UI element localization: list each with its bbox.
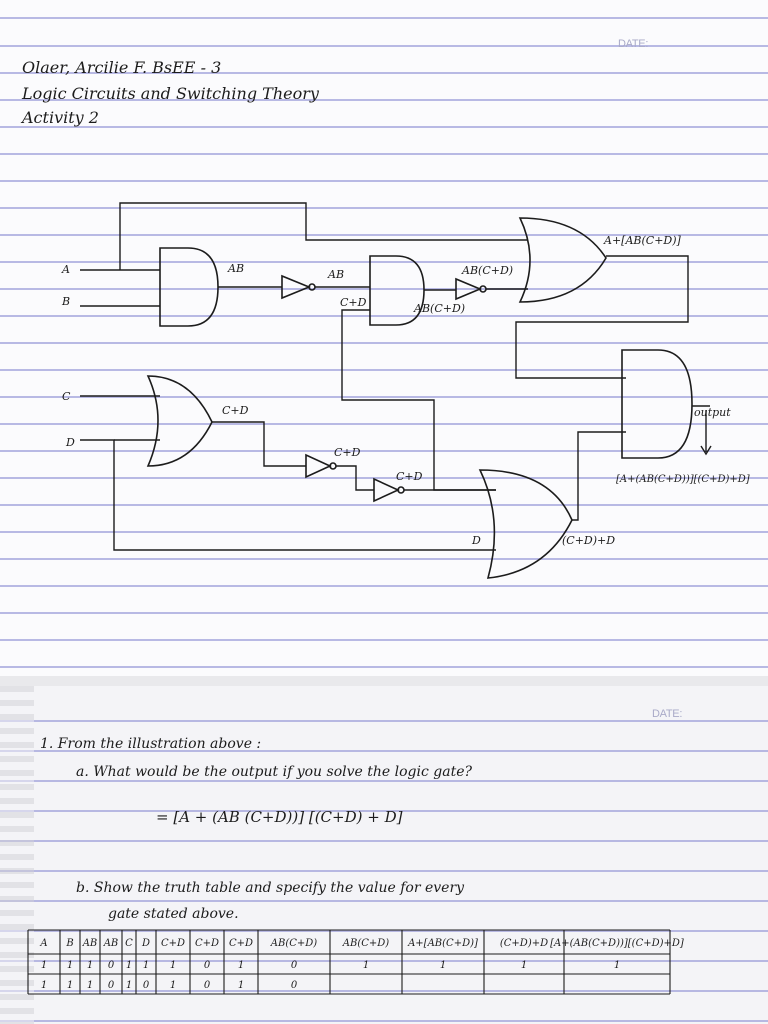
- activity-title: Activity 2: [22, 108, 99, 127]
- not-gate-3: [305, 453, 332, 479]
- table-header: C+D: [195, 938, 219, 949]
- question-1a: a. What would be the output if you solve…: [76, 764, 472, 780]
- table-header: AB: [103, 938, 119, 949]
- not3-output-label: C+D: [334, 446, 361, 459]
- not-gate-1: [281, 274, 312, 300]
- table-cell: 1: [87, 980, 93, 991]
- or-gate-3: [478, 469, 573, 579]
- and1-output-label: AB: [227, 262, 244, 275]
- table-header: AB: [82, 938, 98, 949]
- table-header: (C+D)+D: [500, 938, 548, 949]
- input-a-label: A: [61, 263, 70, 276]
- table-cell: 0: [143, 980, 150, 991]
- table-header: A+[AB(C+D)]: [407, 938, 478, 949]
- question-1: 1. From the illustration above :: [40, 736, 262, 752]
- wire-d: [80, 439, 496, 551]
- final-expression-label: [A+(AB(C+D))][(C+D)+D]: [616, 474, 750, 485]
- notebook-page-2: DATE: 1. From the illustration above : a…: [0, 686, 768, 1024]
- answer-expression: = [A + (AB (C+D))] [(C+D) + D]: [156, 808, 403, 826]
- and2-output-label: AB(C+D): [413, 302, 465, 315]
- table-header: C+D: [161, 938, 185, 949]
- table-header: [A+(AB(C+D))][(C+D)+D]: [550, 938, 684, 949]
- question-1b: b. Show the truth table and specify the …: [76, 880, 465, 896]
- input-b-label: B: [61, 295, 70, 308]
- table-cell: 0: [204, 980, 211, 991]
- table-cell: 0: [108, 960, 115, 971]
- not4-output-label: C+D: [396, 470, 423, 483]
- or3-input-label: D: [471, 534, 481, 547]
- table-header: A: [39, 938, 47, 949]
- and-gate-1: [159, 247, 219, 327]
- and2-input-label: C+D: [340, 296, 367, 309]
- table-cell: 1: [87, 960, 93, 971]
- course-title: Logic Circuits and Switching Theory: [22, 84, 319, 103]
- or-gate-2: [146, 375, 213, 467]
- table-cell: 1: [238, 960, 244, 971]
- table-cell: 1: [67, 980, 73, 991]
- table-header: B: [65, 938, 73, 949]
- table-cell: 1: [126, 980, 132, 991]
- student-name: Olaer, Arcilie F. BsEE - 3: [22, 58, 222, 77]
- table-cell: 1: [143, 960, 149, 971]
- table-cell: 1: [170, 980, 176, 991]
- table-header: C+D: [229, 938, 253, 949]
- input-d-label: D: [65, 436, 75, 449]
- table-header: D: [141, 938, 150, 949]
- question-1b-continued: gate stated above.: [108, 906, 239, 922]
- table-cell: 1: [521, 960, 527, 971]
- table-cell: 1: [440, 960, 446, 971]
- date-label-2: DATE:: [652, 708, 683, 720]
- table-cell: 1: [126, 960, 132, 971]
- table-cell: 1: [41, 960, 47, 971]
- or2-output-label: C+D: [222, 404, 249, 417]
- table-cell: 1: [238, 980, 244, 991]
- table-cell: 1: [363, 960, 369, 971]
- and-gate-3: [621, 349, 693, 459]
- table-cell: 0: [291, 980, 298, 991]
- table-header: AB(C+D): [342, 938, 390, 949]
- or1-output-label: A+[AB(C+D)]: [603, 234, 682, 247]
- input-c-label: C: [62, 390, 71, 403]
- wire-a: [80, 202, 528, 271]
- and3-output-label: output: [694, 406, 731, 419]
- not-gate-4: [373, 477, 400, 503]
- table-cell: 1: [614, 960, 620, 971]
- not2-output-label: AB(C+D): [461, 264, 513, 277]
- or-gate-1: [518, 217, 607, 303]
- table-cell: 1: [170, 960, 176, 971]
- table-header: AB(C+D): [270, 938, 318, 949]
- table-cell: 1: [41, 980, 47, 991]
- table-cell: 0: [291, 960, 298, 971]
- table-header: C: [125, 938, 133, 949]
- date-label: DATE:: [618, 38, 649, 50]
- or3-output-label: (C+D)+D: [562, 534, 615, 547]
- table-cell: 0: [204, 960, 211, 971]
- table-cell: 1: [67, 960, 73, 971]
- logic-circuit-diagram: A B C D AB AB C+D AB(C+D) AB(C+D) A+[AB(…: [61, 202, 750, 579]
- notebook-page-1: DATE: Olaer, Arcilie F. BsEE - 3 Logic C…: [0, 0, 768, 676]
- table-cell: 0: [108, 980, 115, 991]
- not-gate-2: [455, 277, 483, 301]
- not1-output-label: AB: [327, 268, 344, 281]
